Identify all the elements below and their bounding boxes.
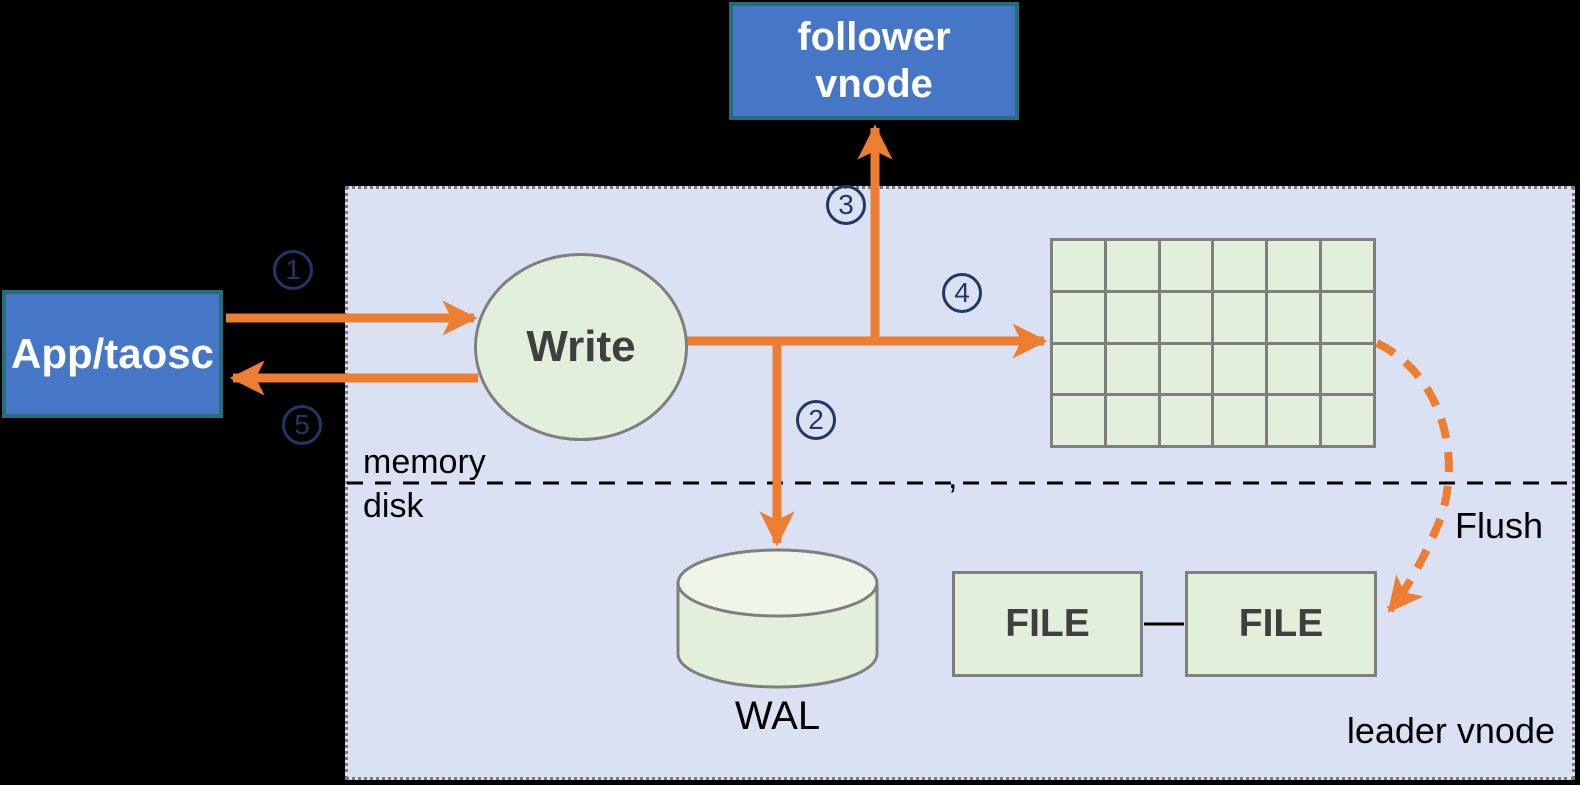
memtable-cell <box>1268 396 1320 445</box>
memtable-cell <box>1053 396 1104 445</box>
memtable-cell <box>1106 396 1158 445</box>
memtable-cell <box>1160 292 1212 342</box>
memtable-cell <box>1214 396 1266 445</box>
memtable-cell <box>1106 241 1158 290</box>
memtable-cell <box>1268 292 1320 342</box>
divider-comma-artifact: , <box>948 458 958 496</box>
file-label: FILE <box>1005 602 1090 645</box>
memtable-cell <box>1160 241 1212 290</box>
write-label: Write <box>526 322 636 371</box>
memtable-grid <box>1050 238 1376 448</box>
wal-cylinder <box>676 548 879 689</box>
write-node: Write <box>474 253 688 441</box>
memtable-cell <box>1214 292 1266 342</box>
wal-label: WAL <box>734 694 821 738</box>
memtable-cell <box>1214 344 1266 394</box>
follower-vnode-label: follower vnode <box>797 15 951 106</box>
step-5-badge: 5 <box>282 405 322 445</box>
memtable-cell <box>1322 292 1373 342</box>
app-taosc-label: App/taosc <box>10 330 215 377</box>
memtable-cell <box>1160 396 1212 445</box>
step-4-badge: 4 <box>942 273 982 313</box>
memtable-cell <box>1053 344 1104 394</box>
memtable-cell <box>1106 292 1158 342</box>
file-node-1: FILE <box>952 571 1143 677</box>
memtable-cell <box>1106 344 1158 394</box>
memtable-cell <box>1268 241 1320 290</box>
memtable-cell <box>1268 344 1320 394</box>
memtable-cell <box>1160 344 1212 394</box>
follower-vnode-node: follower vnode <box>729 2 1019 120</box>
memtable-cell <box>1322 344 1373 394</box>
flush-label: Flush <box>1455 505 1544 546</box>
memtable-cell <box>1214 241 1266 290</box>
file-node-2: FILE <box>1185 571 1377 677</box>
step-3-badge: 3 <box>826 185 866 225</box>
app-taosc-node: App/taosc <box>2 290 223 418</box>
memtable-cell <box>1053 241 1104 290</box>
memtable-cell <box>1322 241 1373 290</box>
file-label: FILE <box>1238 602 1324 645</box>
memtable-cell <box>1322 396 1373 445</box>
step-2-badge: 2 <box>796 400 836 440</box>
disk-label: disk <box>363 487 424 525</box>
arrow-flush-curve <box>1375 339 1453 613</box>
leader-vnode-label: leader vnode <box>1346 710 1555 751</box>
step-1-badge: 1 <box>273 250 313 290</box>
memory-label: memory <box>363 443 486 481</box>
memtable-cell <box>1053 292 1104 342</box>
